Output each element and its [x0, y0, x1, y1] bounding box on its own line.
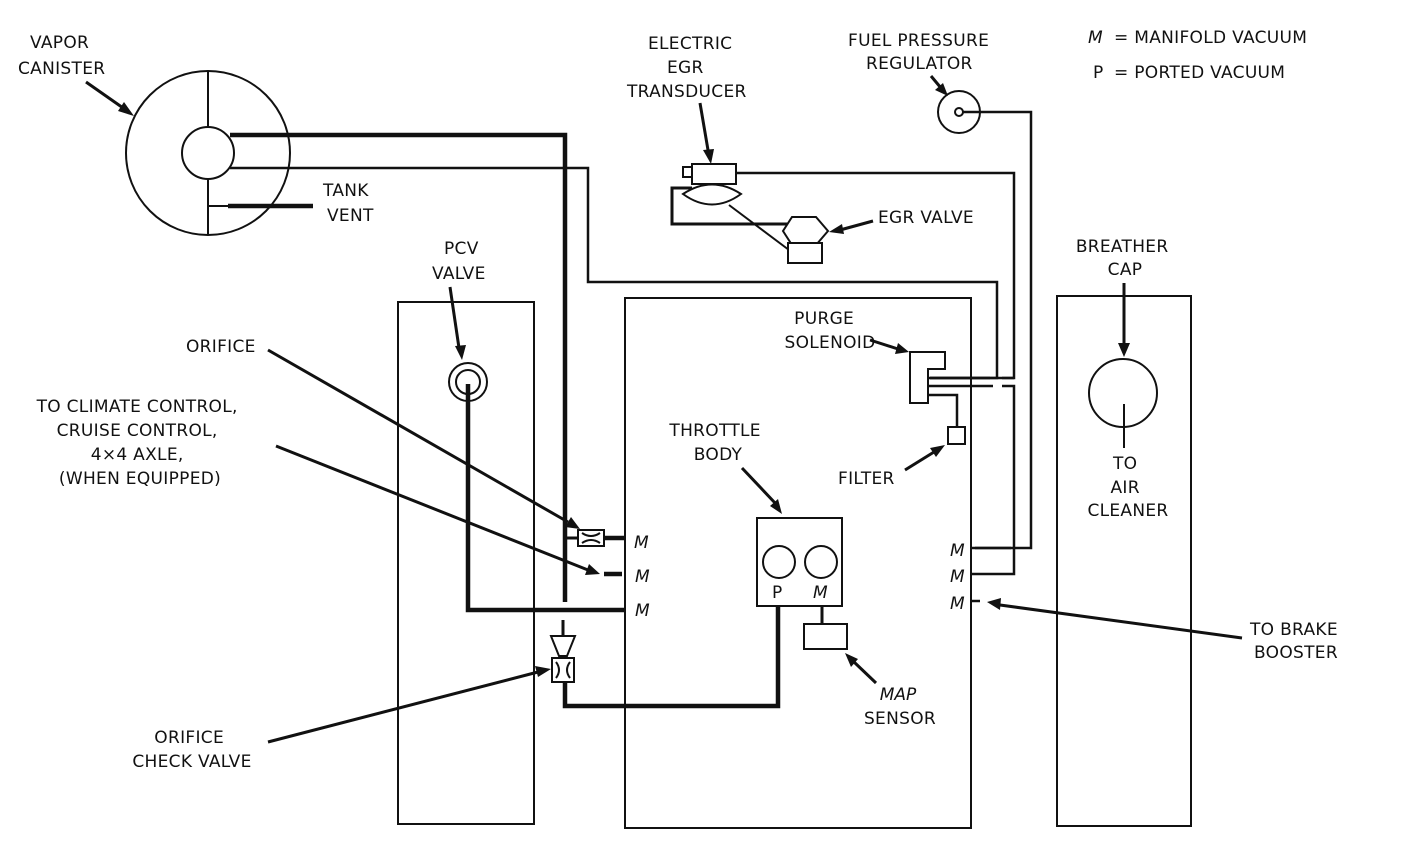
legend-symbol-p: P	[1093, 63, 1104, 83]
legend-meaning-p: = PORTED VACUUM	[1114, 63, 1285, 83]
pcv-valve-label: PCV VALVE	[432, 239, 486, 284]
tank-vent-label: TANK VENT	[322, 181, 374, 226]
throttle-port-p: P	[772, 583, 783, 603]
throttle-body-leader	[740, 466, 778, 506]
arrow-icon	[585, 564, 600, 575]
throttle-body-label: THROTTLE BODY	[668, 421, 766, 465]
legend-symbol-m: M	[1088, 28, 1103, 48]
port-m-label: M	[950, 594, 965, 614]
left-valve-cover	[397, 301, 535, 825]
left-manifold-ports: M M M	[634, 533, 650, 621]
arrow-icon	[1118, 343, 1130, 357]
pcv-valve	[448, 362, 625, 613]
port-m-label: M	[950, 541, 965, 561]
vapor-canister-leader	[85, 80, 127, 112]
arrow-icon	[565, 517, 580, 529]
port-m-label: M	[634, 533, 649, 553]
ported-vacuum-hose	[562, 606, 781, 709]
arrow-icon	[118, 102, 134, 116]
purge-solenoid-leader	[869, 338, 899, 351]
map-sensor	[803, 623, 848, 650]
orifice-leader	[267, 348, 569, 524]
right-manifold-ports: M M M	[950, 384, 1016, 614]
throttle-body: P M	[756, 517, 843, 624]
accessories-leader	[275, 444, 589, 572]
fuel-pressure-regulator-label: FUEL PRESSURE REGULATOR	[848, 31, 995, 74]
intake-manifold	[624, 297, 972, 829]
arrow-icon	[930, 445, 945, 457]
fuel-regulator-leader	[929, 75, 943, 89]
arrow-icon	[829, 224, 844, 234]
air-cleaner-label: TO AIR CLEANER	[1087, 454, 1168, 521]
fuel-pressure-regulator	[937, 90, 1033, 550]
accessories-label: TO CLIMATE CONTROL, CRUISE CONTROL, 4×4 …	[36, 397, 244, 489]
arrow-icon	[770, 499, 782, 514]
map-sensor-label-line2: SENSOR	[864, 709, 936, 729]
port-m-label: M	[635, 567, 650, 587]
orifice	[565, 529, 625, 547]
canister-inner-circle	[181, 126, 235, 180]
orifice-check-valve-leader	[267, 670, 539, 744]
pcv-hose	[465, 384, 625, 613]
arrow-icon	[703, 149, 714, 164]
arrow-icon	[935, 83, 948, 96]
map-sensor-label: MAP	[880, 685, 917, 705]
orifice-check-valve-label: ORIFICE CHECK VALVE	[132, 728, 251, 772]
orifice-label: ORIFICE	[186, 337, 256, 357]
arrow-icon	[455, 345, 466, 360]
arrow-icon	[535, 666, 551, 677]
egr-transducer-label: ELECTRIC EGR TRANSDUCER	[626, 34, 747, 102]
purge-to-manifold-hose	[971, 384, 1016, 576]
port-m-label: M	[950, 567, 965, 587]
filter	[947, 426, 966, 445]
legend-meaning-m: = MANIFOLD VACUUM	[1114, 28, 1307, 48]
filter-leader	[904, 450, 935, 472]
orifice-check-valve	[549, 606, 781, 709]
vapor-canister	[125, 70, 313, 236]
filter-label: FILTER	[838, 469, 895, 489]
pcv-leader	[448, 286, 461, 349]
egr-valve	[781, 216, 830, 264]
purge-solenoid-label: PURGE SOLENOID	[785, 309, 876, 353]
egr-valve-leader	[839, 219, 874, 232]
breather-cap-label: BREATHER CAP	[1076, 237, 1174, 280]
purge-solenoid	[909, 351, 1014, 427]
map-sensor-leader	[852, 660, 878, 685]
egr-transducer-leader	[698, 102, 710, 151]
egr-valve-label: EGR VALVE	[878, 208, 974, 228]
vapor-canister-label: VAPOR CANISTER	[18, 33, 105, 79]
arrow-icon	[987, 598, 1001, 610]
legend: M = MANIFOLD VACUUM P = PORTED VACUUM	[1088, 28, 1307, 83]
arrow-icon	[845, 653, 858, 667]
brake-booster-leader	[999, 603, 1243, 640]
port-m-label: M	[635, 601, 650, 621]
throttle-port-m: M	[813, 583, 828, 603]
arrow-icon	[895, 343, 909, 354]
brake-booster-label: TO BRAKE BOOSTER	[1249, 620, 1344, 663]
canister-to-manifold-hose	[230, 132, 568, 602]
right-valve-cover	[1056, 295, 1192, 827]
